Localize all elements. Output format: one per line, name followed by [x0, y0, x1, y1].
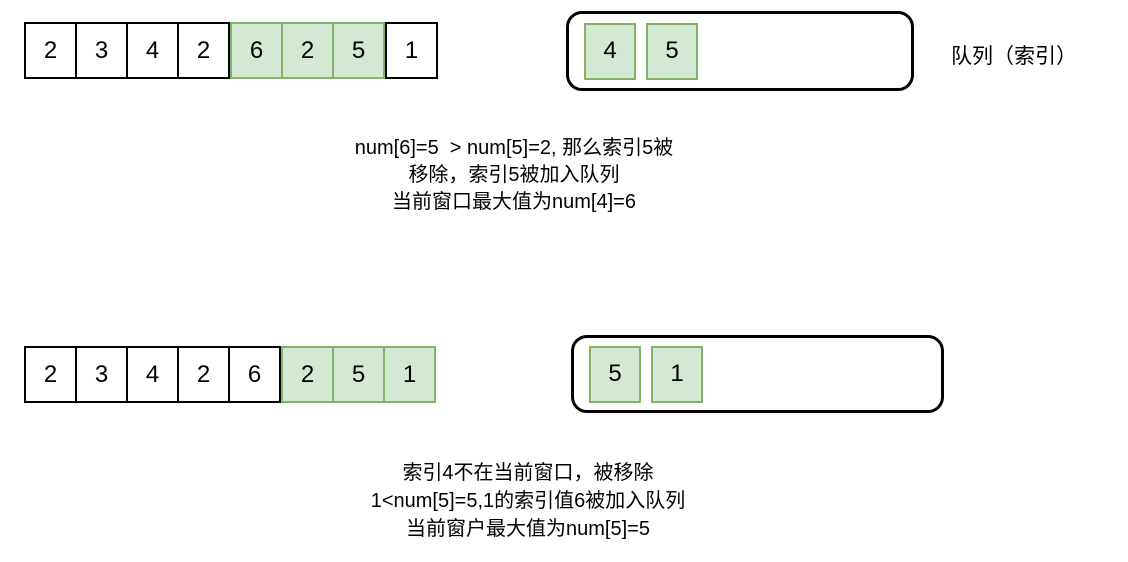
array-cell: 2 — [281, 22, 334, 79]
caption-step1-line3: 当前窗口最大值为num[4]=6 — [392, 191, 636, 213]
caption-step2-line2: 1<num[5]=5,1的索引值6被加入队列 — [370, 490, 686, 512]
array-cell: 2 — [177, 22, 230, 79]
queue-cell: 5 — [589, 345, 641, 403]
caption-step2-line3: 当前窗户最大值为num[5]=5 — [406, 518, 650, 540]
array-cell: 5 — [332, 22, 385, 79]
queue-cell: 1 — [651, 345, 703, 403]
array-cell: 2 — [24, 346, 77, 403]
array-cell: 6 — [228, 346, 281, 403]
array-cell: 3 — [75, 346, 128, 403]
caption-step2: 索引4不在当前窗口，被移除 1<num[5]=5,1的索引值6被加入队列 当前窗… — [278, 459, 778, 543]
array-cell: 1 — [383, 346, 436, 403]
array-cell: 4 — [126, 346, 179, 403]
array-cell: 3 — [75, 22, 128, 79]
array-cell: 2 — [177, 346, 230, 403]
caption-step1: num[6]=5 > num[5]=2, 那么索引5被 移除，索引5被加入队列 … — [264, 135, 764, 216]
queue-label: 队列（索引） — [951, 45, 1077, 68]
array-cell: 2 — [281, 346, 334, 403]
caption-step1-line1: num[6]=5 > num[5]=2, 那么索引5被 — [354, 137, 674, 159]
caption-step2-line1: 索引4不在当前窗口，被移除 — [402, 462, 654, 484]
array-cell: 5 — [332, 346, 385, 403]
queue-cell: 5 — [646, 22, 698, 80]
array-cell: 4 — [126, 22, 179, 79]
caption-step1-line2: 移除，索引5被加入队列 — [408, 164, 620, 186]
array-cell: 2 — [24, 22, 77, 79]
array-cell: 6 — [230, 22, 283, 79]
array-cell: 1 — [385, 22, 438, 79]
queue-cell: 4 — [584, 22, 636, 80]
